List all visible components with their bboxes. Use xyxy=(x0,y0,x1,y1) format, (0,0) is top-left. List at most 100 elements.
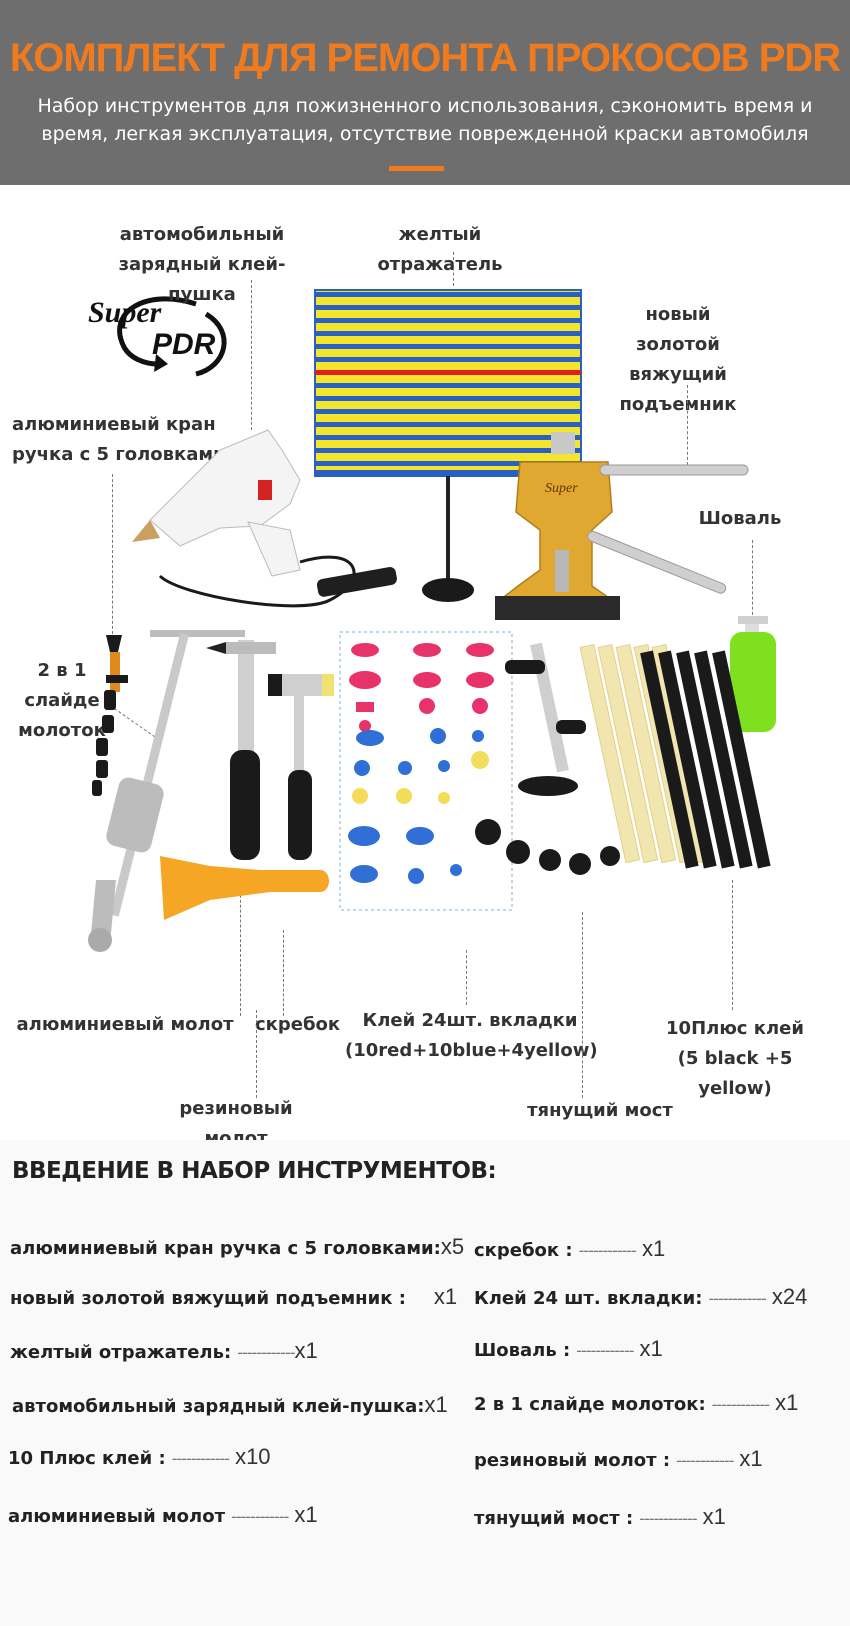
label-lifter-line-2: вяжущий xyxy=(629,364,727,385)
label-lifter: новый золотой вяжущий подъемник xyxy=(608,300,748,420)
label-bridge: тянущий мост xyxy=(527,1100,673,1121)
item-name: резиновый молот : xyxy=(474,1450,671,1471)
label-glue-tabs: Клей 24шт. вкладки (10red+10blue+4yellow… xyxy=(345,1006,598,1066)
item-name: 10 Плюс клей : xyxy=(8,1448,166,1469)
guide-line-sticks xyxy=(732,880,733,1010)
item-dash: ------------ xyxy=(711,1395,770,1414)
item-qty: x1 xyxy=(294,1502,318,1527)
list-item: Клей 24 шт. вкладки: ------------ x24 xyxy=(474,1284,807,1310)
list-item: резиновый молот : ------------ x1 xyxy=(474,1446,763,1472)
label-slide-line-1: 2 в 1 слайде xyxy=(24,660,100,711)
label-lifter-line-3: подъемник xyxy=(619,394,737,415)
item-dash: ------------ xyxy=(639,1509,697,1528)
guide-line-rubber xyxy=(256,1010,257,1098)
label-tabs-line-2: (10red+10blue+4yellow) xyxy=(345,1040,598,1061)
reflector-board xyxy=(314,289,582,602)
label-tap: алюминиевый кран ручка с 5 головками xyxy=(12,410,242,470)
guide-line-scraper xyxy=(283,930,284,1016)
item-dash: ------------ xyxy=(171,1449,230,1468)
guide-line-alu-hammer xyxy=(240,890,241,1016)
item-qty: x1 xyxy=(294,1338,318,1363)
svg-text:PDR: PDR xyxy=(152,328,216,361)
guide-line-tap xyxy=(112,474,113,634)
label-sticks-line-2: (5 black +5 yellow) xyxy=(677,1048,793,1099)
item-name: желтый отражатель: xyxy=(10,1342,232,1363)
item-qty: x5 xyxy=(440,1234,465,1259)
item-dash: ------------ xyxy=(708,1289,767,1308)
guide-line-reflector xyxy=(453,252,454,286)
guide-line-tabs xyxy=(466,950,467,1005)
item-qty: x10 xyxy=(235,1444,271,1469)
label-glue-gun-line-1: автомобильный xyxy=(119,224,285,245)
item-qty: x1 xyxy=(433,1284,458,1309)
spray-bottle xyxy=(730,616,776,732)
guide-line-lifter xyxy=(687,385,688,465)
intro-section-bg xyxy=(0,1140,850,1626)
item-qty: x1 xyxy=(641,1236,666,1261)
rubber-hammer xyxy=(268,674,334,860)
super-pdr-logo: Super PDR xyxy=(86,292,248,382)
item-name: алюминиевый кран ручка с 5 головками: xyxy=(10,1238,441,1259)
item-name: тянущий мост : xyxy=(474,1508,634,1529)
item-name: скребок : xyxy=(474,1240,573,1261)
item-qty: x24 xyxy=(771,1284,808,1309)
label-tap-line-1: алюминиевый кран xyxy=(12,414,216,435)
slide-hammer-tips xyxy=(92,635,128,796)
label-rubber-line-1: резиновый xyxy=(179,1098,293,1119)
item-dash: ------------ xyxy=(676,1451,734,1470)
label-glue-gun-line-2: зарядный клей-пушка xyxy=(118,254,286,305)
item-qty: x1 xyxy=(775,1390,799,1415)
label-tap-line-2: ручка с 5 головками xyxy=(12,444,226,465)
list-item: алюминиевый молот ------------ x1 xyxy=(8,1502,318,1528)
label-reflector: желтый отражатель xyxy=(377,224,503,275)
svg-text:Super: Super xyxy=(88,296,162,329)
item-qty: x1 xyxy=(739,1446,763,1471)
list-item: новый золотой вяжущий подъемник :x1 xyxy=(10,1284,457,1310)
label-slide-line-2: молоток xyxy=(18,720,106,741)
list-item: тянущий мост : ------------ x1 xyxy=(474,1504,726,1530)
label-slide-hammer: 2 в 1 слайде молоток xyxy=(4,656,120,746)
item-dash: ------------ xyxy=(578,1241,637,1260)
intro-title: ВВЕДЕНИЕ В НАБОР ИНСТРУМЕНТОВ: xyxy=(12,1158,497,1184)
page-title: КОМПЛЕКТ ДЛЯ РЕМОНТА ПРОКОСОВ PDR xyxy=(9,36,841,80)
subtitle-line-1: Набор инструментов для пожизненного испо… xyxy=(37,95,813,117)
svg-text:Super: Super xyxy=(545,481,578,496)
scraper xyxy=(160,856,329,920)
glue-gun xyxy=(132,429,397,608)
item-name: алюминиевый молот xyxy=(8,1506,226,1527)
label-alu-hammer: алюминиевый молот xyxy=(16,1014,234,1035)
gold-lifter: Super xyxy=(495,432,749,620)
list-item: алюминиевый кран ручка с 5 головками:x5 xyxy=(10,1234,464,1260)
item-qty: x1 xyxy=(424,1392,448,1417)
glue-tabs-panel xyxy=(339,631,513,911)
guide-line-bridge xyxy=(582,912,583,1098)
page-subtitle: Набор инструментов для пожизненного испо… xyxy=(30,92,820,148)
label-sticks-line-1: 10Плюс клей xyxy=(666,1018,804,1039)
list-item: автомобильный зарядный клей-пушка:x1 xyxy=(12,1392,448,1418)
label-tabs-line-1: Клей 24шт. вкладки xyxy=(362,1010,578,1031)
aluminum-hammer xyxy=(206,640,276,860)
guide-line-shovel xyxy=(752,540,753,620)
list-item: Шоваль : ------------ x1 xyxy=(474,1336,663,1362)
item-qty: x1 xyxy=(639,1336,663,1361)
subtitle-line-2: время, легкая эксплуатация, отсутствие п… xyxy=(41,123,809,145)
tools-illustration: Super xyxy=(88,289,776,952)
label-glue-gun: автомобильный зарядный клей-пушка xyxy=(102,220,302,310)
label-glue-sticks: 10Плюс клей (5 black +5 yellow) xyxy=(640,1014,830,1104)
item-name: Шоваль : xyxy=(474,1340,571,1361)
item-dash: ------------ xyxy=(237,1343,295,1362)
header-banner: КОМПЛЕКТ ДЛЯ РЕМОНТА ПРОКОСОВ PDR Набор … xyxy=(0,0,850,185)
item-name: 2 в 1 слайде молоток: xyxy=(474,1394,706,1415)
item-dash: ------------ xyxy=(231,1507,289,1526)
label-shovel: Шоваль xyxy=(698,508,782,529)
list-item: 10 Плюс клей : ------------ x10 xyxy=(8,1444,271,1470)
list-item: скребок : ------------ x1 xyxy=(474,1236,665,1262)
slide-hammer xyxy=(88,630,245,952)
item-name: Клей 24 шт. вкладки: xyxy=(474,1288,703,1309)
label-lifter-line-1: новый золотой xyxy=(636,304,720,355)
label-scraper: скребок xyxy=(255,1014,341,1035)
glue-sticks xyxy=(579,643,771,869)
item-qty: x1 xyxy=(702,1504,726,1529)
guide-line-glue-gun xyxy=(251,280,252,430)
accent-bar xyxy=(389,166,444,171)
